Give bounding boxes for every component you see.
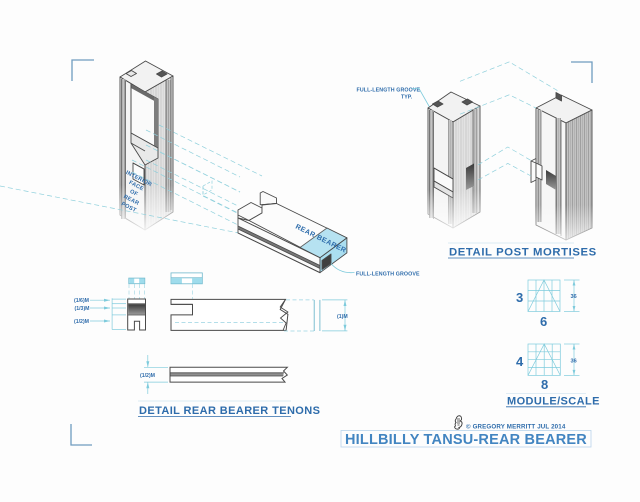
svg-text:8: 8 (541, 377, 548, 392)
svg-text:(1/6)M: (1/6)M (74, 298, 89, 304)
svg-text:4: 4 (516, 354, 524, 369)
svg-text:MODULE/SCALE: MODULE/SCALE (507, 396, 600, 408)
svg-text:(1/3)M: (1/3)M (75, 306, 90, 312)
svg-text:DETAIL POST MORTISES: DETAIL POST MORTISES (449, 247, 597, 259)
svg-text:(1/2)M: (1/2)M (140, 373, 155, 379)
svg-text:36: 36 (571, 294, 577, 300)
svg-text:TYP.: TYP. (401, 95, 413, 101)
svg-text:6: 6 (540, 314, 547, 329)
svg-text:FULL-LENGTH GROOVE: FULL-LENGTH GROOVE (357, 88, 421, 94)
svg-text:HILLBILLY TANSU-REAR BEARER: HILLBILLY TANSU-REAR BEARER (345, 432, 587, 448)
svg-text:3: 3 (516, 290, 523, 305)
svg-text:© GREGORY MERRITT JUL 2014: © GREGORY MERRITT JUL 2014 (466, 424, 566, 431)
svg-text:OF: OF (129, 189, 139, 198)
svg-text:FULL-LENGTH GROOVE: FULL-LENGTH GROOVE (356, 272, 420, 278)
svg-text:36: 36 (571, 358, 577, 364)
svg-text:(1/2)M: (1/2)M (74, 319, 89, 325)
svg-text:(1)M: (1)M (337, 314, 348, 320)
svg-text:DETAIL REAR BEARER TENONS: DETAIL REAR BEARER TENONS (139, 405, 320, 417)
